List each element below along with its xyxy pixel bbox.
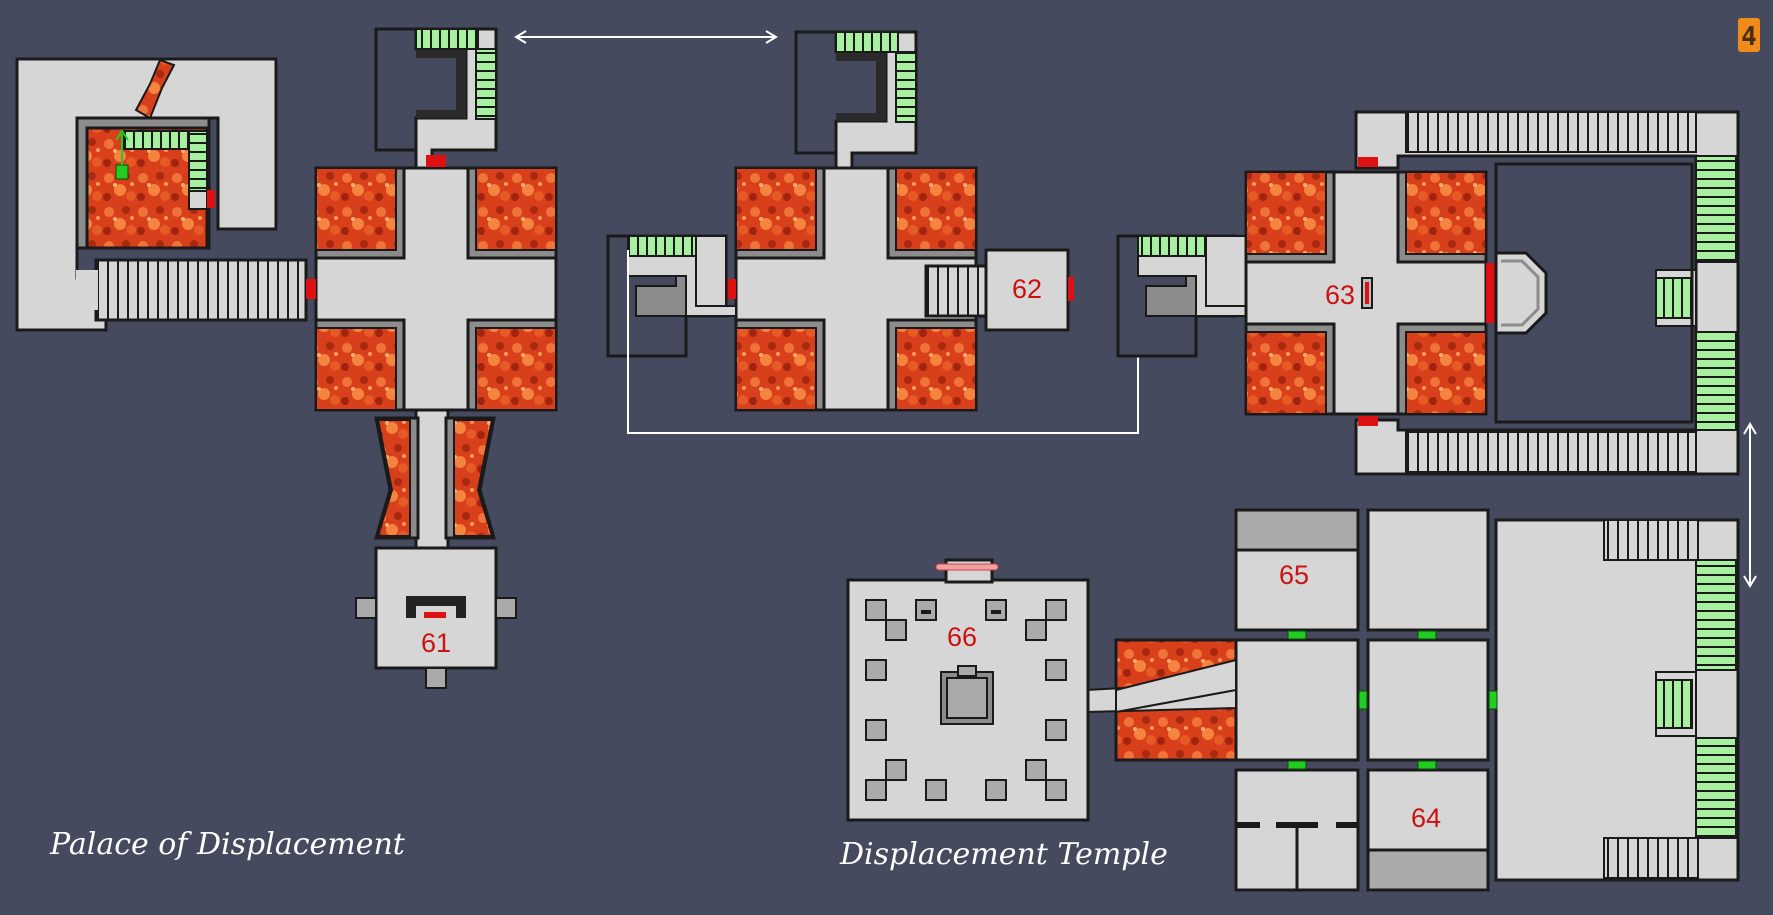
room-61-number: 61 [421, 628, 451, 658]
palace-west-wing [15, 57, 308, 332]
temple-east-hall [1494, 518, 1740, 882]
connection-arrow-right [1743, 422, 1757, 588]
temple-room-grid: 65 64 [1234, 508, 1498, 892]
middle-north-stairs [794, 30, 918, 170]
connection-arrow-top [514, 30, 778, 44]
room-63-hall: 63 [1116, 170, 1548, 416]
ring-corridor [1354, 110, 1740, 476]
palace-label: Palace of Displacement [49, 827, 406, 862]
room-64-number: 64 [1411, 803, 1441, 833]
page-number-text: 4 [1741, 22, 1757, 52]
palace-south-passage [374, 408, 496, 552]
page-number-badge: 4 [1738, 18, 1760, 52]
palace-north-stairs [374, 27, 498, 170]
room-63-number: 63 [1325, 280, 1355, 310]
room-65-number: 65 [1279, 560, 1309, 590]
middle-west-stairs [606, 234, 737, 358]
room-62-number: 62 [1012, 274, 1042, 304]
palace-main-hall [306, 166, 558, 412]
room-66: 66 [846, 558, 1090, 822]
room-62: 62 [924, 248, 1074, 332]
green-marker [115, 164, 129, 180]
temple-label: Displacement Temple [839, 837, 1168, 872]
room-66-number: 66 [947, 622, 977, 652]
lava-bridge [1085, 638, 1238, 762]
room-61: 61 [355, 546, 517, 689]
